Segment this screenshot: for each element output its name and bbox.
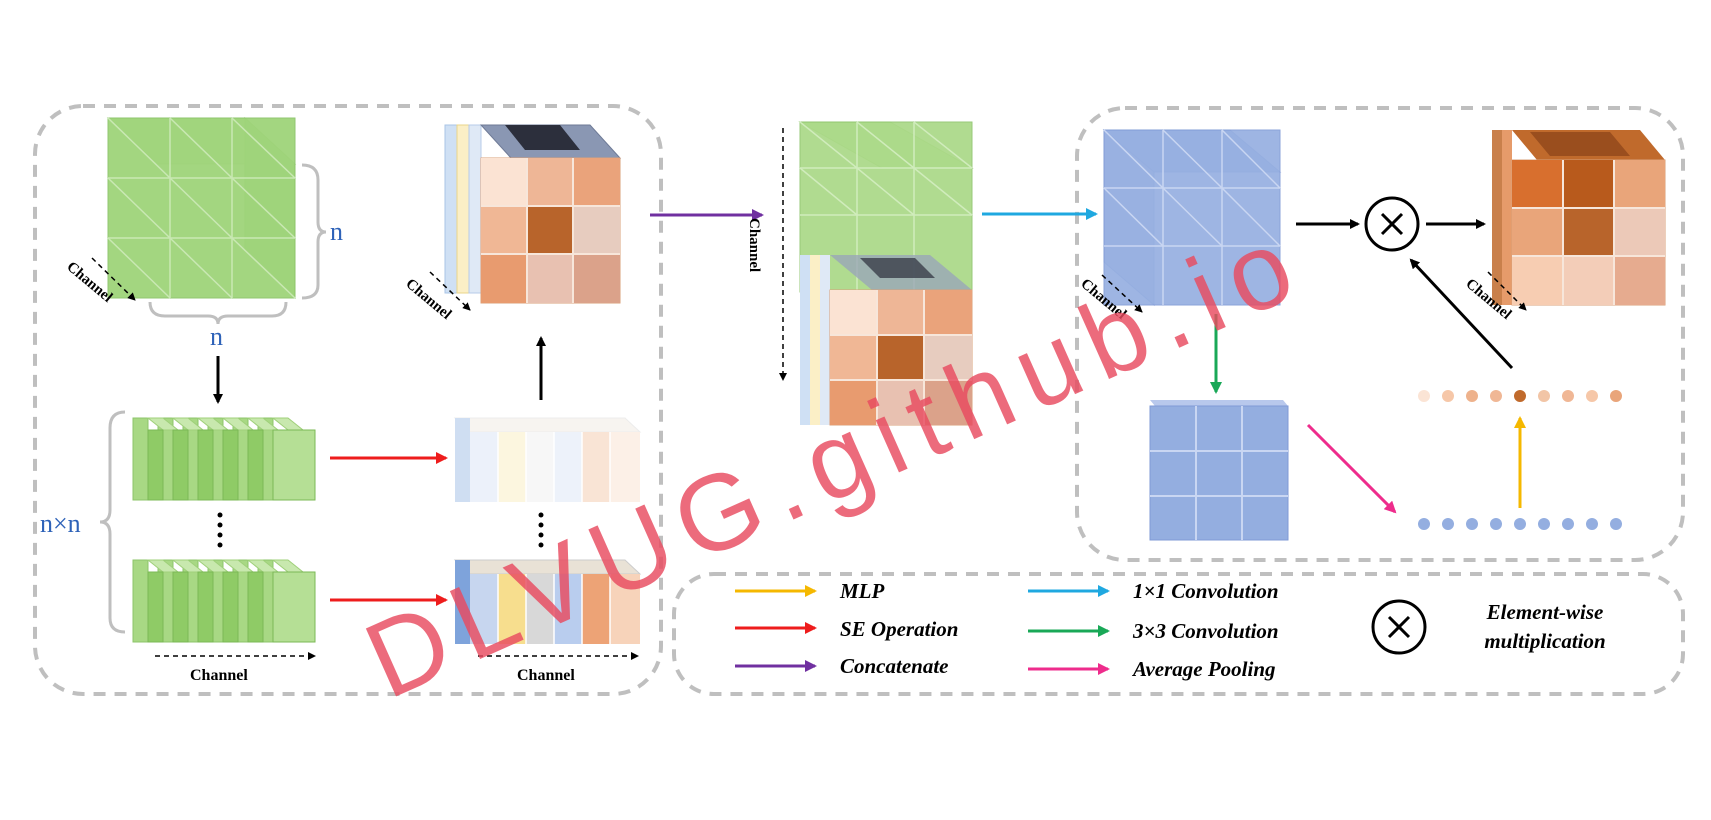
concat-stack xyxy=(798,121,974,426)
orange-dots-row xyxy=(1418,390,1622,402)
blue-cube xyxy=(1102,128,1282,307)
green-input-cube xyxy=(106,116,297,300)
colored-slices-top xyxy=(453,417,642,502)
label-n-right: n xyxy=(330,217,343,246)
legend-label-conv1x1: 1×1 Convolution xyxy=(1133,579,1279,603)
legend-multiply-icon xyxy=(1371,599,1427,655)
channel-label-vertical: Channel xyxy=(746,218,762,272)
legend-label-se: SE Operation xyxy=(840,617,958,641)
legend-label-conv3x3: 3×3 Convolution xyxy=(1132,619,1279,643)
avgpool-arrow xyxy=(1306,423,1397,514)
colored-slices-bottom xyxy=(453,559,642,644)
channel-arrow-orange-cube xyxy=(429,271,471,311)
legend: MLP SE Operation Concatenate 1×1 Convolu… xyxy=(735,579,1606,681)
legend-label-avgpool: Average Pooling xyxy=(1131,657,1276,681)
channel-label-colored-slices: Channel xyxy=(517,667,575,684)
orange-cube-output xyxy=(1492,130,1666,306)
label-nxn: n×n xyxy=(40,509,81,538)
label-n-bottom: n xyxy=(210,322,223,351)
blue-dots-row xyxy=(1418,518,1622,530)
legend-label-concat: Concatenate xyxy=(840,654,949,678)
channel-arrow-green-cube xyxy=(91,257,136,301)
channel-arrow-blue-cube xyxy=(1101,274,1143,313)
dots-green xyxy=(217,512,223,548)
arrow-weights-to-multiply xyxy=(1409,258,1514,370)
legend-multiply-line2: multiplication xyxy=(1484,629,1605,653)
left-panel-border xyxy=(33,104,663,696)
legend-panel-border xyxy=(672,572,1685,696)
blue-feature-map xyxy=(1149,400,1289,541)
channel-label-green-cube: Channel xyxy=(63,259,115,306)
legend-multiply-line1: Element-wise xyxy=(1486,600,1604,624)
right-panel-border xyxy=(1075,106,1685,562)
brace-nxn xyxy=(99,410,126,634)
green-slices-bottom xyxy=(132,559,316,643)
channel-label-green-slices: Channel xyxy=(190,667,248,684)
orange-cube-left xyxy=(444,124,622,304)
brace-bottom xyxy=(148,301,288,325)
legend-label-mlp: MLP xyxy=(839,579,885,603)
green-slices-top xyxy=(132,417,316,501)
brace-right xyxy=(301,163,327,300)
dots-colored xyxy=(538,512,544,548)
